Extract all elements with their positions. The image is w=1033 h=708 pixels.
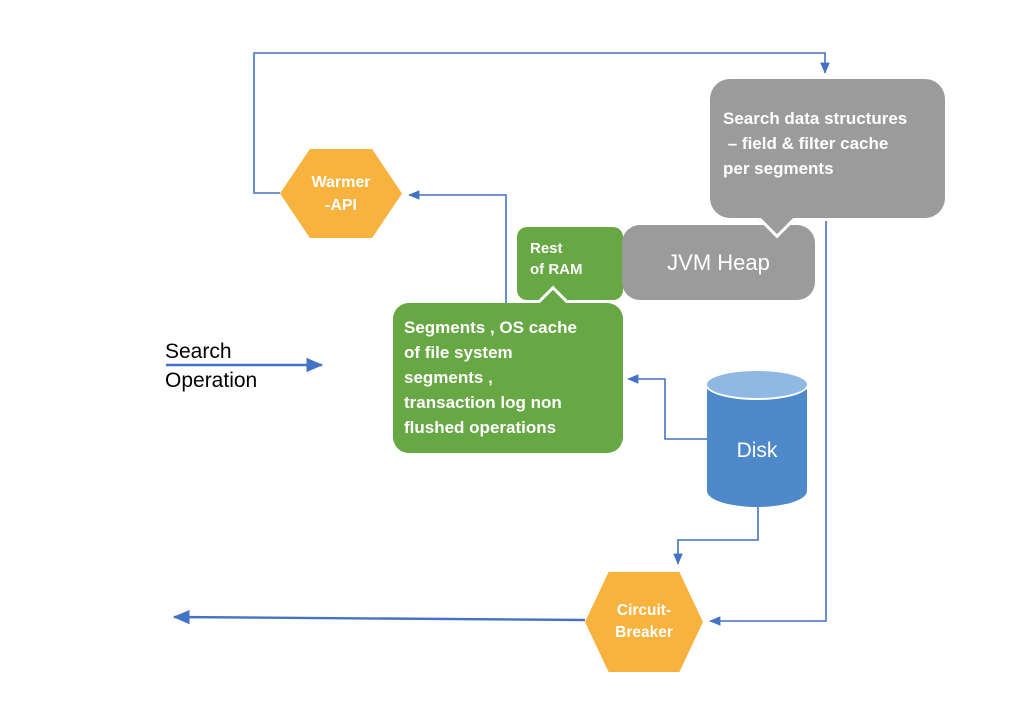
node-jvm-heap: JVM Heap [622, 225, 815, 300]
edge-green-callout-to-warmer [408, 190, 507, 303]
node-circuit-breaker: Circuit- Breaker [585, 572, 703, 672]
edge-circuit-breaker-exit-left [172, 609, 586, 625]
edge-warmer-to-gray-callout [253, 52, 830, 194]
disk-label: Disk [736, 439, 778, 462]
warmer-api-label: Warmer -API [311, 173, 371, 214]
edge-gray-callout-to-circuit-breaker [709, 221, 827, 626]
node-rest-of-ram: Rest of RAM [517, 227, 623, 300]
callout-search-data-structures: Search data structures – field & filter … [710, 79, 945, 218]
search-operation-label: Search Operation [165, 340, 258, 392]
jvm-heap-label: JVM Heap [667, 249, 770, 275]
callout-segments-os-cache: Segments , OS cache of file system segme… [393, 303, 623, 453]
node-disk: Disk [707, 383, 807, 507]
edge-disk-to-green-callout [627, 374, 707, 440]
disk-cylinder-top-icon [705, 369, 809, 400]
edge-disk-to-circuit-breaker [673, 505, 759, 565]
circuit-breaker-label: Circuit- Breaker [615, 602, 673, 641]
node-warmer-api: Warmer -API [280, 149, 402, 238]
